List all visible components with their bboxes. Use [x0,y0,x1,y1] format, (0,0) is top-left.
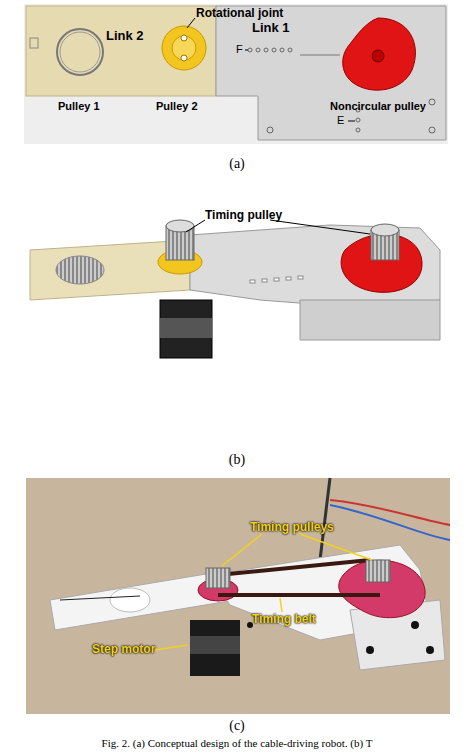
timing-pulley-photo [366,560,390,582]
photo-sheen [26,478,450,714]
part-label: (a) [229,156,245,172]
link-1-lower [300,300,440,340]
noncircular-pulley [343,18,416,90]
part-label: Step motor [92,642,155,656]
pulley-axle [372,50,384,62]
pulley-1 [57,29,103,75]
leader-line [155,534,372,650]
leader-line [270,220,370,234]
part-label: Timing pulleys [250,520,334,534]
slot [300,55,340,56]
timing-pulley-top [166,220,194,232]
pulley-1-3d [56,256,104,284]
joint-pin [181,35,187,41]
hole [267,99,435,133]
leader-line [348,121,355,122]
part-label: Timing pulley [205,208,282,222]
part-label: (c) [229,718,245,734]
timing-pulley-top [371,224,399,236]
motor-photo [190,620,240,676]
noncircular-pulley-photo [339,560,425,617]
photo-ground [26,478,450,714]
motor-band [160,318,212,338]
pulley-1-photo [110,588,150,612]
cable [60,596,140,600]
part-label: Pulley 1 [58,100,100,112]
timing-pulley-photo [206,568,230,588]
wire [330,505,450,540]
part-label: Timing belt [252,612,316,626]
hole [30,38,38,48]
link-1-3d [190,225,440,310]
part-label: Noncircular pulley [330,100,426,112]
part-label: Pulley 2 [156,100,198,112]
part-label: Link 2 [106,28,144,43]
part-label: Link 1 [252,20,290,35]
hole-row [248,48,292,52]
hole-row [250,276,303,283]
part-label: E [337,114,344,126]
leader-line [186,220,205,232]
part-label: F [236,43,243,55]
pulley-2 [162,26,206,70]
part-label: (b) [229,452,245,468]
pulley-2-hub [172,36,196,60]
motor-3d [160,300,212,358]
motor-band [190,636,240,654]
pulley-1 [60,32,100,72]
part-label: Rotational joint [196,6,283,20]
figure-caption: Fig. 2. (a) Conceptual design of the cab… [102,737,373,749]
panel-ground [24,4,448,144]
leader-line [245,50,248,51]
joint-pin [181,55,187,61]
wire [320,478,330,560]
timing-belt-photo [218,560,380,595]
leader-line [187,18,195,28]
link-1-body [216,6,446,140]
link-2-body [26,6,216,96]
